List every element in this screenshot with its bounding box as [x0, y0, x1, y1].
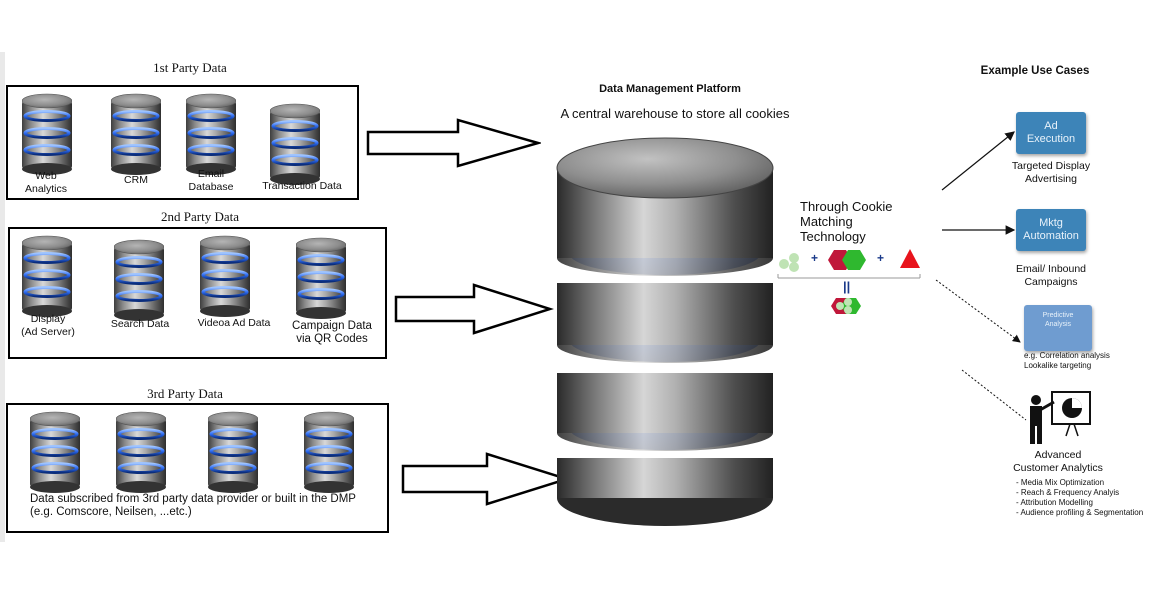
database-icon [22, 235, 72, 319]
advanced-bullet: - Audience profiling & Segmentation [1016, 508, 1144, 517]
crm-label: CRM [124, 174, 148, 186]
plus-sign: + [877, 251, 885, 265]
advanced-bullet: - Reach & Frequency Analyis [1016, 488, 1120, 497]
mktg-automation-box: Mktg Automation [1016, 209, 1086, 251]
use-case-arrows [935, 131, 1027, 421]
campaign-data-label: Campaign Data via QR Codes [292, 320, 372, 345]
mktg-automation-label: Mktg Automation [1023, 217, 1079, 242]
advanced-bullet: - Attribution Modelling [1016, 498, 1093, 507]
database-icon [186, 93, 236, 177]
database-icon [116, 411, 166, 495]
transaction-data-label: Transaction Data [262, 180, 342, 192]
arrow-first-party [366, 118, 541, 168]
third-party-box: Data subscribed from 3rd party data prov… [6, 403, 389, 533]
second-party-title: 2nd Party Data [161, 209, 239, 224]
predictive-examples: e.g. Correlation analysis Lookalike targ… [1024, 351, 1110, 370]
first-party-title: 1st Party Data [153, 60, 227, 75]
database-icon [200, 235, 250, 319]
database-icon [270, 103, 320, 187]
database-icon [208, 411, 258, 495]
database-icon [22, 93, 72, 177]
presenter-icon [1030, 391, 1091, 444]
plus-sign: + [811, 251, 819, 265]
database-icon [111, 93, 161, 177]
arrow-second-party [394, 283, 554, 335]
database-icon [296, 237, 346, 321]
predictive-analysis-box: Predictive Analysis [1024, 305, 1092, 351]
web-analytics-label: Web Analytics [24, 170, 67, 195]
predictive-analysis-label: Predictive Analysis [1042, 312, 1074, 328]
third-party-caption: Data subscribed from 3rd party data prov… [30, 493, 356, 518]
display-label: Display (Ad Server) [21, 313, 75, 338]
email-database-label: Email Database [188, 168, 234, 193]
equals-sign: || [843, 279, 851, 294]
targeted-display-label: Targeted Display Advertising [1011, 160, 1091, 185]
ad-execution-box: Ad Execution [1016, 112, 1086, 154]
third-party-title: 3rd Party Data [147, 386, 223, 401]
central-database-icon [556, 137, 774, 526]
advanced-analytics-label: Advanced Customer Analytics [1013, 449, 1103, 474]
dmp-title: Data Management Platform [599, 83, 741, 95]
database-icon [30, 411, 80, 495]
database-icon [114, 239, 164, 323]
search-data-label: Search Data [110, 318, 170, 330]
cookie-matching-label: Through Cookie Matching Technology [800, 199, 893, 244]
ad-execution-label: Ad Execution [1026, 120, 1076, 145]
video-ad-data-label: Videoa Ad Data [197, 317, 271, 329]
arrow-third-party [401, 452, 571, 506]
database-icon [304, 411, 354, 495]
cookie-match-graphic [777, 249, 921, 314]
second-party-box: Display (Ad Server) Search Data Videoa A… [8, 227, 387, 359]
left-edge-bar [0, 52, 5, 542]
advanced-bullet: - Media Mix Optimization [1016, 478, 1105, 487]
email-inbound-label: Email/ Inbound Campaigns [1015, 263, 1087, 288]
dmp-subtitle: A central warehouse to store all cookies [560, 106, 790, 121]
use-cases-title: Example Use Cases [980, 65, 1090, 77]
first-party-box: Web Analytics CRM Email Database Transac… [6, 85, 359, 200]
